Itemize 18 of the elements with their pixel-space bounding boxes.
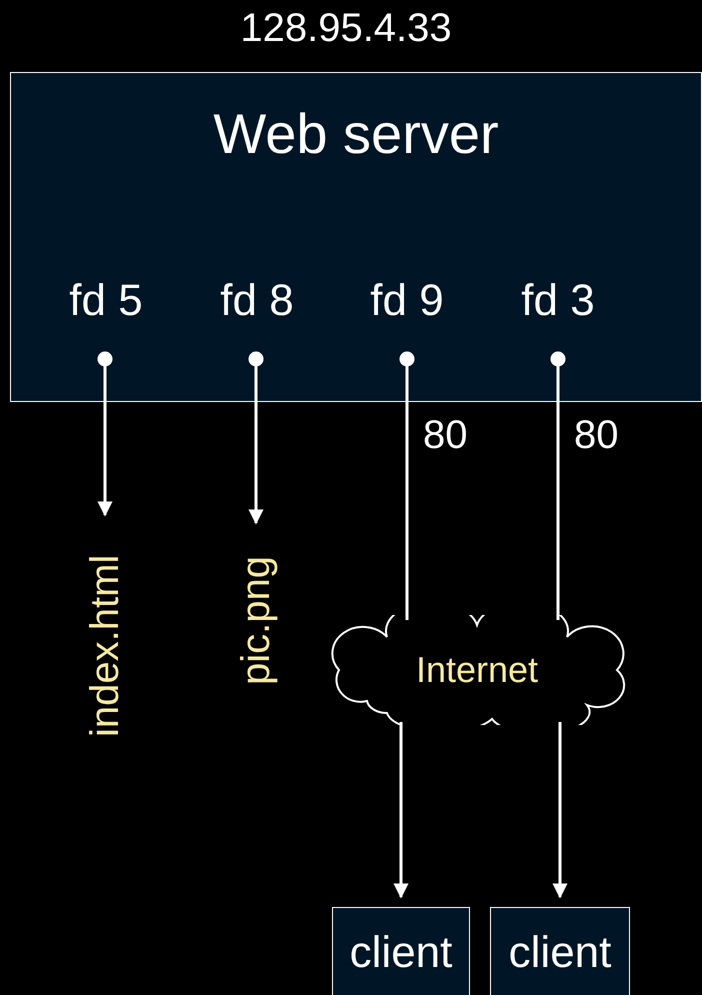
descriptor-label: fd 9 <box>369 276 445 326</box>
arrow <box>394 722 408 898</box>
ip-address: 128.95.4.33 <box>239 6 453 51</box>
descriptor-label: fd 5 <box>68 276 144 326</box>
arrow <box>552 722 568 898</box>
arrow <box>248 352 264 524</box>
file-name: pic.png <box>233 555 279 687</box>
cloud-label: Internet <box>414 649 540 691</box>
client-label: client <box>508 928 612 978</box>
client-box <box>490 907 630 995</box>
file-name: index.html <box>82 554 128 740</box>
client-label: client <box>348 928 454 978</box>
arrow <box>98 352 112 516</box>
descriptor-label: fd 3 <box>520 276 596 326</box>
server-box <box>10 72 702 402</box>
client-box <box>332 907 470 995</box>
descriptor-label: fd 8 <box>219 276 295 326</box>
server-title: Web server <box>212 101 500 166</box>
